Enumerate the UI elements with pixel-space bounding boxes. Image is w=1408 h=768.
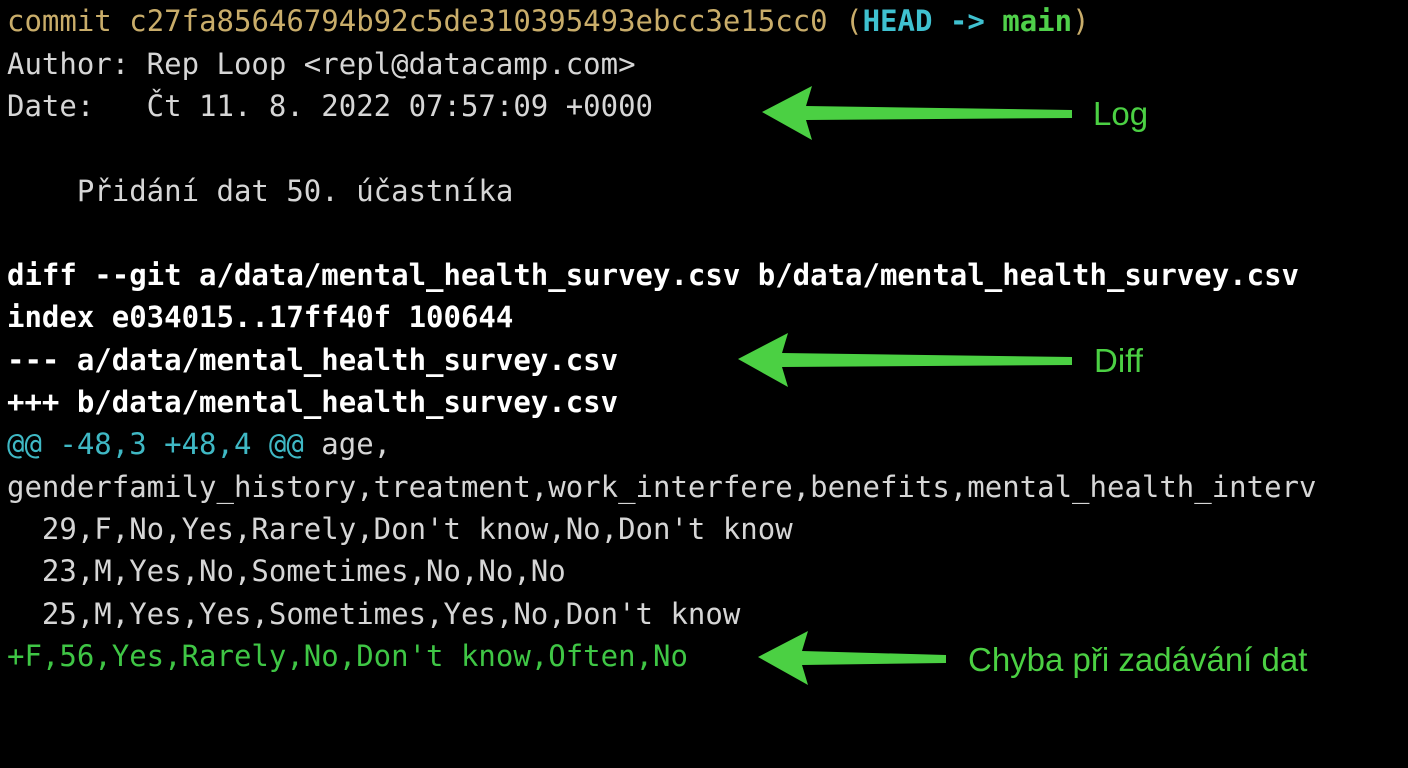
error-arrow-icon xyxy=(758,631,946,685)
ref-head: HEAD -> xyxy=(862,4,1003,38)
diff-arrow-shape xyxy=(738,333,1072,387)
commit-hash: c27fa85646794b92c5de310395493ebcc3e15cc0 xyxy=(129,4,828,38)
ref-close-paren: ) xyxy=(1072,4,1090,38)
date-line: Date: Čt 11. 8. 2022 07:57:09 +0000 xyxy=(7,89,654,123)
hunk-header: @@ -48,3 +48,4 @@ xyxy=(7,427,304,461)
error-arrow-shape xyxy=(758,631,946,685)
error-label: Chyba při zadávání dat xyxy=(968,641,1308,678)
commit-line: commit c27fa85646794b92c5de310395493ebcc… xyxy=(7,3,1090,39)
column-names-line: genderfamily_history,treatment,work_inte… xyxy=(7,470,1317,504)
ref-branch-main: main xyxy=(1002,4,1073,38)
hunk-line: @@ -48,3 +48,4 @@ age, xyxy=(7,426,391,462)
diff-index-line: index e034015..17ff40f 100644 xyxy=(7,300,514,334)
ref-open-paren: ( xyxy=(845,4,863,38)
diff-new-file-line: +++ b/data/mental_health_survey.csv xyxy=(7,385,619,419)
context-row-3: 25,M,Yes,Yes,Sometimes,Yes,No,Don't know xyxy=(7,597,741,631)
diff-label: Diff xyxy=(1094,342,1143,379)
log-label: Log xyxy=(1093,95,1149,132)
diff-header-line: diff --git a/data/mental_health_survey.c… xyxy=(7,258,1300,292)
diff-old-file-line: --- a/data/mental_health_survey.csv xyxy=(7,343,619,377)
added-row: +F,56,Yes,Rarely,No,Don't know,Often,No xyxy=(7,639,688,673)
context-row-2: 23,M,Yes,No,Sometimes,No,No,No xyxy=(7,554,566,588)
author-line: Author: Rep Loop <repl@datacamp.com> xyxy=(7,47,636,81)
log-arrow-icon xyxy=(762,86,1072,140)
commit-message: Přidání dat 50. účastníka xyxy=(7,174,514,208)
commit-keyword: commit xyxy=(7,4,112,38)
log-arrow-shape xyxy=(762,86,1072,140)
hunk-context: age, xyxy=(303,427,392,461)
diff-arrow-icon xyxy=(738,333,1072,387)
context-row-1: 29,F,No,Yes,Rarely,Don't know,No,Don't k… xyxy=(7,512,793,546)
